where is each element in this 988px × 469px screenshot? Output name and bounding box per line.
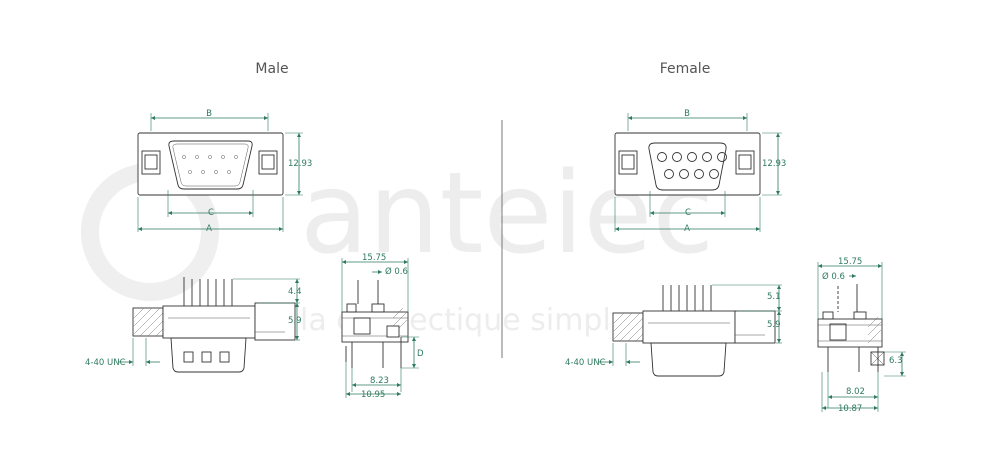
male-title: Male xyxy=(255,61,288,77)
male-dim-diameter: Ø 0.6 xyxy=(385,266,408,277)
female-dim-5-1: 5.1 xyxy=(767,292,781,302)
male-dim-5-9: 5.9 xyxy=(288,316,302,326)
female-dim-15-75: 15.75 xyxy=(838,257,862,267)
male-front-view: B 12.93 C A xyxy=(137,109,312,234)
female-dim-a: A xyxy=(684,224,690,234)
female-side-view: 5.1 5.9 4-40 UNC xyxy=(565,284,782,377)
male-dim-b: B xyxy=(206,109,212,119)
male-dim-thread: 4-40 UNC xyxy=(85,358,126,368)
male-dim-4-4: 4.4 xyxy=(288,287,302,297)
female-dim-diameter: Ø 0.6 xyxy=(822,271,845,282)
female-right-angle-view: 15.75 Ø 0.6 6.3 8.02 10.87 xyxy=(817,257,906,414)
female-front-view: B 12.93 C A xyxy=(614,109,786,234)
female-dim-height: 12.93 xyxy=(762,159,786,169)
male-right-angle-view: 15.75 Ø 0.6 D 8.23 10.95 xyxy=(341,253,424,400)
male-section: Male B 12.93 xyxy=(85,61,424,400)
female-section: Female B 12.93 xyxy=(565,61,906,414)
female-dim-5-9: 5.9 xyxy=(767,320,781,330)
male-dim-10-95: 10.95 xyxy=(361,390,385,400)
female-dim-6-3: 6.3 xyxy=(889,356,903,366)
male-pin-holes xyxy=(182,155,238,174)
female-title: Female xyxy=(660,61,711,77)
male-dim-height: 12.93 xyxy=(288,159,312,169)
female-dim-8-02: 8.02 xyxy=(846,387,865,397)
male-side-view: 4.4 5.9 4-40 UNC xyxy=(85,277,302,373)
male-pins xyxy=(183,277,233,306)
female-dim-thread: 4-40 UNC xyxy=(565,358,606,368)
male-dim-d: D xyxy=(417,349,424,359)
male-dim-c: C xyxy=(208,208,214,218)
female-pins xyxy=(662,285,712,311)
female-dim-c: C xyxy=(685,208,691,218)
male-dim-8-23: 8.23 xyxy=(370,376,389,386)
female-socket-holes xyxy=(657,152,727,179)
female-dim-b: B xyxy=(684,109,690,119)
female-dim-10-87: 10.87 xyxy=(838,404,862,414)
male-dim-a: A xyxy=(206,224,212,234)
male-dim-15-75: 15.75 xyxy=(362,253,386,263)
